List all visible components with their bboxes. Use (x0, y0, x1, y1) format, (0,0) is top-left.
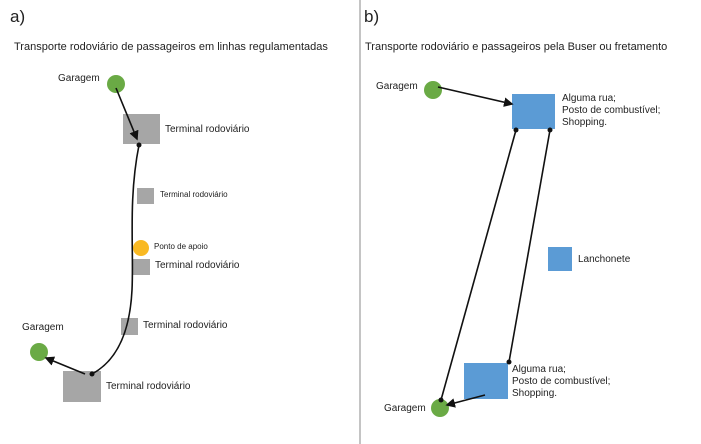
label-terminal-4: Terminal rodoviário (143, 320, 228, 331)
label-garagem-top: Garagem (58, 73, 100, 84)
terminal-5-box (63, 371, 101, 402)
b-dot-3 (438, 397, 444, 403)
b-garage-bottom-circle (431, 399, 449, 417)
label-terminal-5: Terminal rodoviário (106, 381, 191, 392)
label-terminal-1: Terminal rodoviário (165, 124, 250, 135)
b-label-stop-bottom: Alguma rua; Posto de combustível; Shoppi… (512, 364, 611, 399)
b-dot-1 (547, 127, 553, 133)
b-lanchonete-box (548, 247, 572, 271)
edge-terminal-5-to-garage (44, 356, 86, 375)
b-dot-4 (513, 127, 519, 133)
b-edge-stop-top-to-stop-bottom (508, 129, 551, 363)
panel-a-letter: a) (10, 7, 26, 26)
b-label-stop-top: Alguma rua; Posto de combustível; Shoppi… (562, 93, 661, 128)
garage-bottom-circle (30, 343, 48, 361)
ponto-apoio-circle (133, 240, 149, 256)
terminal-2-box (137, 188, 154, 204)
label-ponto-apoio: Ponto de apoio (154, 242, 208, 251)
b-label-garagem-bottom: Garagem (384, 403, 426, 414)
b-edge-stop-bottom-to-garage (445, 394, 486, 408)
garage-top-circle (107, 75, 125, 93)
b-label-lanchonete: Lanchonete (578, 254, 631, 265)
panel-a-title: Transporte rodoviário de passageiros em … (14, 41, 328, 53)
panel-b-title: Transporte rodoviário e passageiros pela… (365, 41, 668, 53)
label-terminal-3: Terminal rodoviário (155, 260, 240, 271)
b-dot-2 (506, 359, 512, 365)
b-stop-bottom-box (464, 363, 508, 399)
route-start-dot (136, 142, 142, 148)
label-terminal-2: Terminal rodoviário (160, 190, 228, 199)
b-edge-garage-to-stop-top-return (440, 129, 517, 401)
b-label-garagem-top: Garagem (376, 81, 418, 92)
b-edge-garage-to-stop-top (437, 86, 514, 107)
terminal-3-box (133, 259, 150, 275)
terminal-4-box (121, 318, 138, 335)
route-end-dot (89, 371, 95, 377)
route-terminal-1-to-terminal-5 (91, 144, 140, 375)
label-garagem-bottom: Garagem (22, 322, 64, 333)
b-stop-top-box (512, 94, 555, 129)
edge-garage-to-terminal-1 (115, 87, 139, 141)
b-garage-top-circle (424, 81, 442, 99)
panel-b-letter: b) (364, 7, 380, 26)
